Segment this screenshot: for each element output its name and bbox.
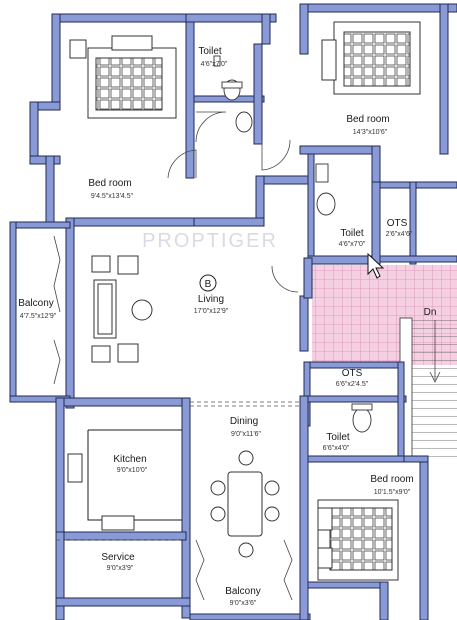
toilet2-size: 4'6"x7'0" <box>339 241 366 248</box>
door-swing <box>53 111 299 601</box>
ots2-size: 6'6"x2'4.5" <box>336 381 369 388</box>
bed-icon <box>69 35 177 119</box>
living-marker: B <box>205 279 212 290</box>
toilet1-size: 4'6"x7'0" <box>201 61 228 68</box>
service-name: Service <box>101 552 135 563</box>
balcony1-size: 4'7.5"x12'9" <box>20 313 57 320</box>
kitchen-name: Kitchen <box>113 454 146 465</box>
bedroom2-size: 14'3"x10'6" <box>353 129 388 136</box>
balcony2-size: 9'0"x3'6" <box>230 600 257 607</box>
ots1-size: 2'6"x4'6" <box>386 231 413 238</box>
toilet3-size: 6'6"x4'0" <box>323 445 350 452</box>
bedroom3-name: Bed room <box>370 474 413 485</box>
dining-name: Dining <box>230 416 258 427</box>
service-size: 9'0"x3'9" <box>107 565 134 572</box>
dining-size: 9'0"x11'6" <box>231 431 262 438</box>
toilet-fixture-icon <box>315 163 336 216</box>
living-marker-circle <box>199 274 217 292</box>
bedroom1-name: Bed room <box>88 178 131 189</box>
kitchen-size: 9'0"x10'0" <box>117 467 148 474</box>
bed-icon <box>317 499 399 581</box>
ots1-name: OTS <box>387 218 408 229</box>
living-size: 17'0"x12'9" <box>194 308 229 315</box>
dining-table-icon <box>210 450 280 558</box>
walls <box>9 3 457 620</box>
bed-icon <box>321 21 421 95</box>
toilet-fixture-icon <box>213 55 253 133</box>
ots2-name: OTS <box>342 368 363 379</box>
watermark-text: PROPTIGER <box>142 230 278 252</box>
balcony2-name: Balcony <box>225 586 261 597</box>
toilet2-name: Toilet <box>340 228 364 239</box>
bedroom2-name: Bed room <box>346 114 389 125</box>
cursor-icon <box>367 252 385 279</box>
living-name: Living <box>198 294 224 305</box>
stair-label: Dn <box>424 307 437 318</box>
toilet-fixture-icon <box>351 403 373 433</box>
sofa-icon <box>91 255 153 363</box>
bedroom1-size: 9'4.5"x13'4.5" <box>91 193 134 200</box>
toilet1-name: Toilet <box>198 46 222 57</box>
balcony1-name: Balcony <box>18 298 54 309</box>
staircase <box>399 317 457 459</box>
bedroom3-size: 10'1.5"x9'0" <box>374 489 411 496</box>
toilet3-name: Toilet <box>326 432 350 443</box>
kitchen-counter <box>67 429 182 531</box>
opening-dashed <box>190 401 300 407</box>
